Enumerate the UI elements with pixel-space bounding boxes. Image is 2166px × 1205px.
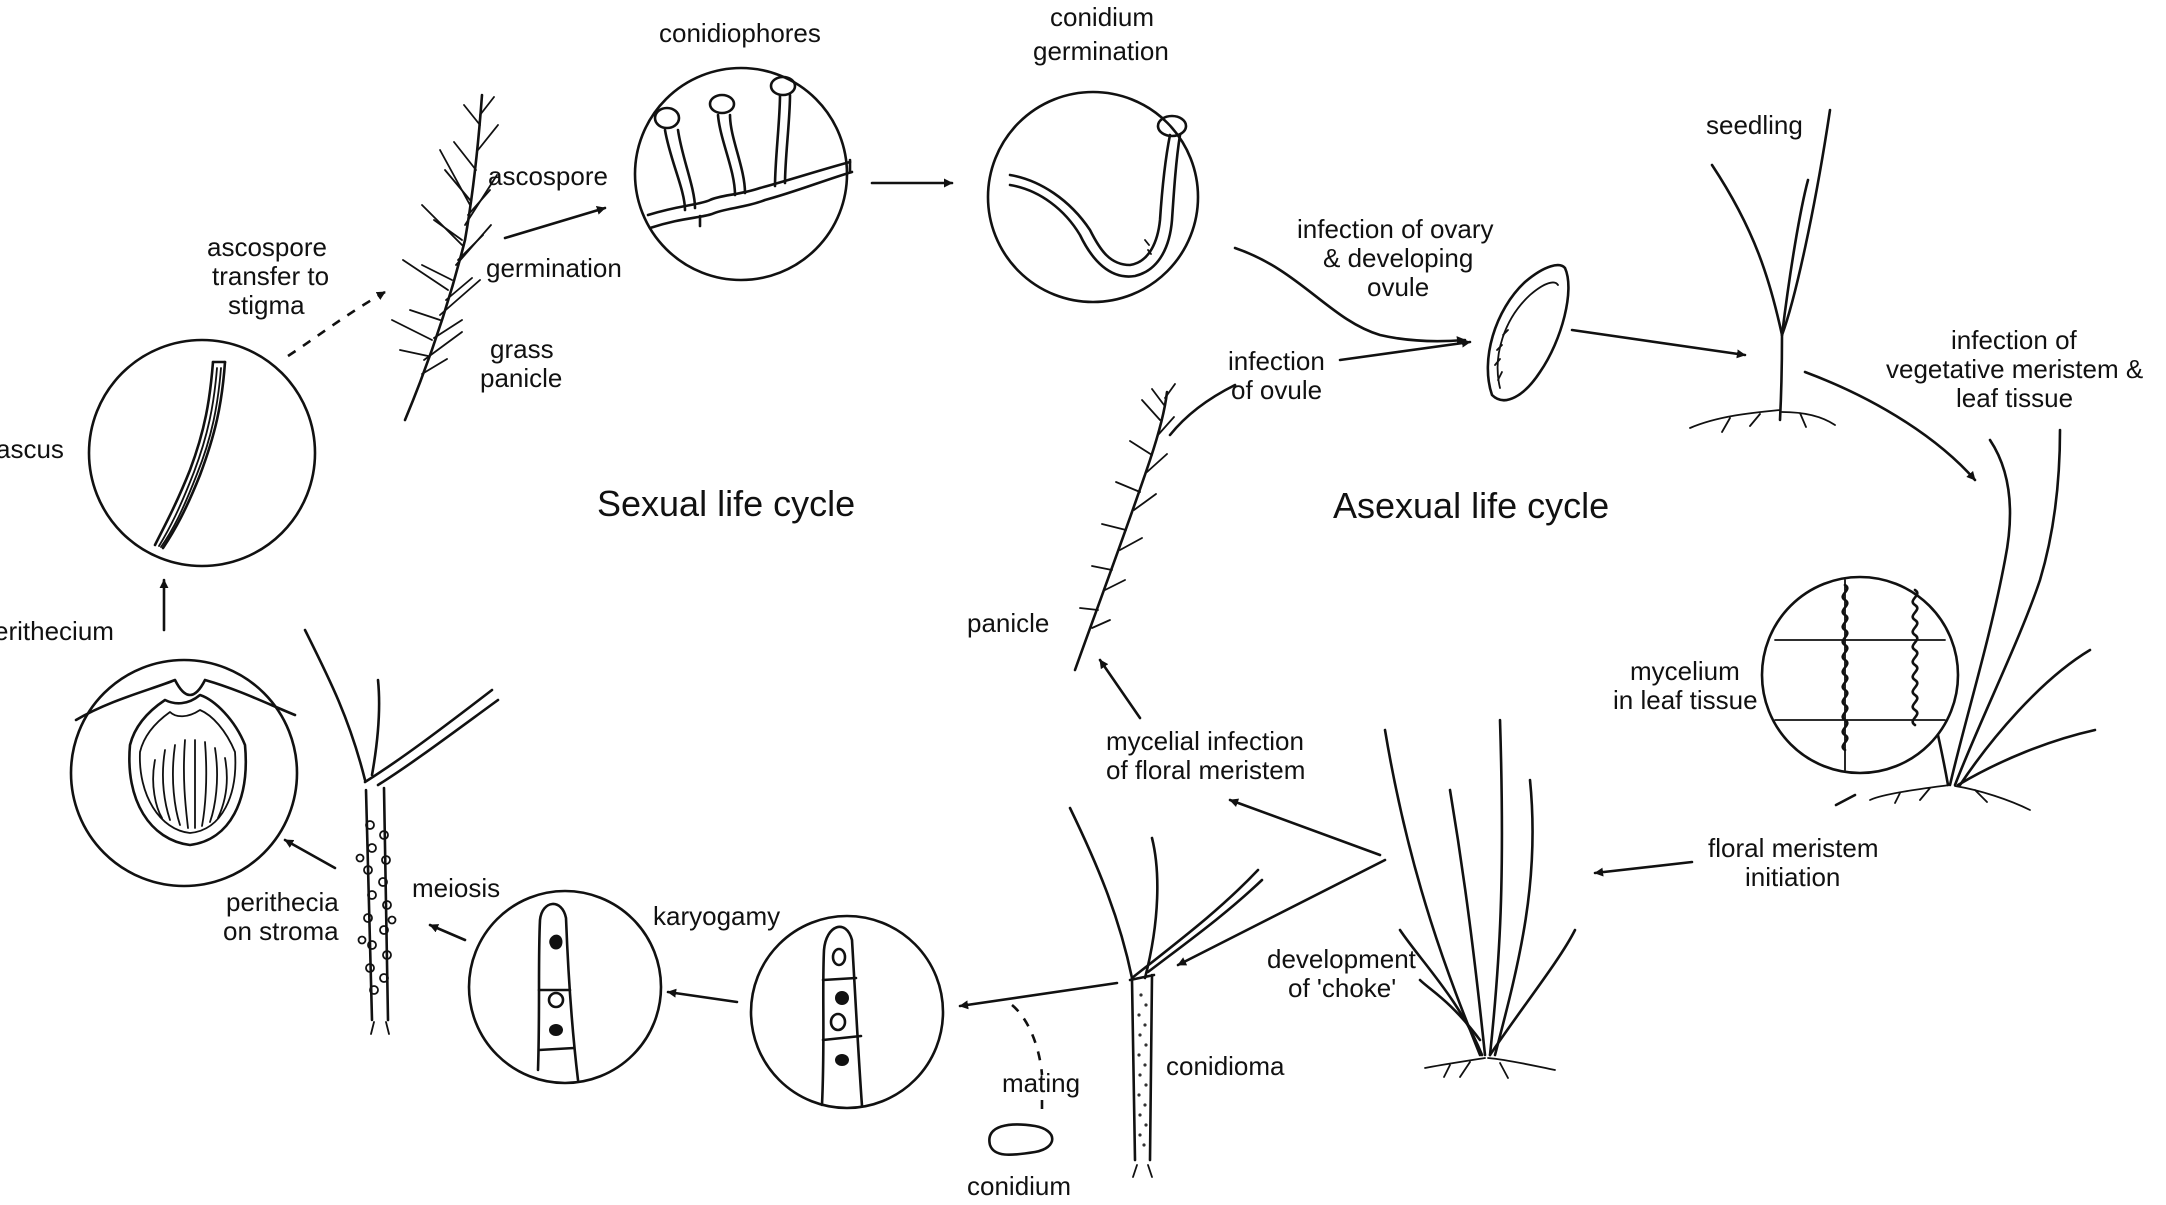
perithecium-label: erithecium <box>0 616 114 646</box>
mycelial-infection-label-1: mycelial infection <box>1106 726 1304 756</box>
infection-meristem-label-3: leaf tissue <box>1956 383 2073 413</box>
perithecia-on-stroma-dots <box>357 821 396 994</box>
infection-ovary-label-3: ovule <box>1367 272 1429 302</box>
seedling-label: seedling <box>1706 110 1803 140</box>
infection-ovary-label-2: & developing <box>1323 243 1473 273</box>
arrow-initiation-to-choke <box>1595 862 1692 873</box>
floral-initiation-pointer <box>1836 795 1855 805</box>
floral-initiation-label-1: floral meristem <box>1708 833 1878 863</box>
arrow-to-panicle <box>1100 660 1140 718</box>
meiosis-label: meiosis <box>412 873 500 903</box>
perithecia-on-stroma-label-1: perithecia <box>226 887 339 917</box>
mating-label: mating <box>1002 1068 1080 1098</box>
panicle-label: panicle <box>967 608 1049 638</box>
choke-label-2: of 'choke' <box>1288 973 1396 1003</box>
infection-ovule-label-2: of ovule <box>1231 375 1322 405</box>
infection-ovule-label-1: infection <box>1228 346 1325 376</box>
perithecia-on-stroma-label-2: on stroma <box>223 916 339 946</box>
arrow-stroma-to-perithecium <box>285 840 335 868</box>
mycelium-label-1: mycelium <box>1630 656 1740 686</box>
ascus-illustration <box>89 340 315 566</box>
infection-meristem-label-1: infection of <box>1951 325 2078 355</box>
arrow-panicle-to-conidiophores <box>505 208 605 238</box>
ovule-illustration <box>1488 265 1569 400</box>
choke-label-1: development <box>1267 944 1417 974</box>
conidium-germination-label-1: conidium <box>1050 2 1154 32</box>
perithecium-illustration <box>71 660 297 886</box>
ascospore-transfer-label-1: ascospore <box>207 232 327 262</box>
conidium-germination-label-2: germination <box>1033 36 1169 66</box>
meiosis-illustration <box>469 891 661 1083</box>
ascus-label: ascus <box>0 434 64 464</box>
mating-dashed-line <box>1012 1005 1042 1075</box>
arrow-meiosis-to-stroma <box>430 925 465 940</box>
panicle-illustration <box>1075 384 1175 670</box>
infection-ovary-label-1: infection of ovary <box>1297 214 1494 244</box>
mycelium-label-2: in leaf tissue <box>1613 685 1758 715</box>
mycelium-illustration <box>1762 577 1958 773</box>
conidioma-stipple <box>1137 993 1147 1146</box>
karyogamy-illustration <box>751 916 943 1108</box>
conidium-spore-illustration <box>989 1124 1052 1154</box>
conidioma-label: conidioma <box>1166 1051 1285 1081</box>
conidiophores-illustration <box>635 68 852 280</box>
infection-meristem-label-2: vegetative meristem & <box>1886 354 2143 384</box>
conidium-germination-illustration <box>988 92 1198 302</box>
ascospore-label: ascospore <box>488 161 608 191</box>
grass-panicle-label-1: grass <box>490 334 554 364</box>
ascospore-transfer-label-2: transfer to <box>212 261 329 291</box>
grass-panicle-label-2: panicle <box>480 363 562 393</box>
arrow-seedling-to-infection <box>1805 372 1975 480</box>
conidioma-illustration <box>1070 808 1262 1177</box>
arrow-conidioma-to-karyogamy <box>960 983 1117 1006</box>
arrow-karyogamy-to-meiosis <box>668 992 737 1002</box>
ascospore-transfer-label-3: stigma <box>228 290 305 320</box>
germination-label: germination <box>486 253 622 283</box>
mycelial-infection-label-2: of floral meristem <box>1106 755 1305 785</box>
conidiophores-label: conidiophores <box>659 18 821 48</box>
choke-plant-illustration <box>1385 720 1575 1078</box>
conidium-label: conidium <box>967 1171 1071 1201</box>
floral-initiation-label-2: initiation <box>1745 862 1840 892</box>
arrow-infection-of-ovule <box>1340 342 1470 360</box>
connector-ovule-to-panicle <box>1170 385 1235 435</box>
arrow-ovule-to-seedling <box>1572 330 1745 355</box>
karyogamy-label: karyogamy <box>653 901 780 931</box>
seedling-illustration <box>1690 110 1835 432</box>
arrow-choke-to-mycelial-infection <box>1230 800 1380 855</box>
sexual-cycle-title: Sexual life cycle <box>597 483 855 524</box>
asexual-cycle-title: Asexual life cycle <box>1333 485 1609 526</box>
